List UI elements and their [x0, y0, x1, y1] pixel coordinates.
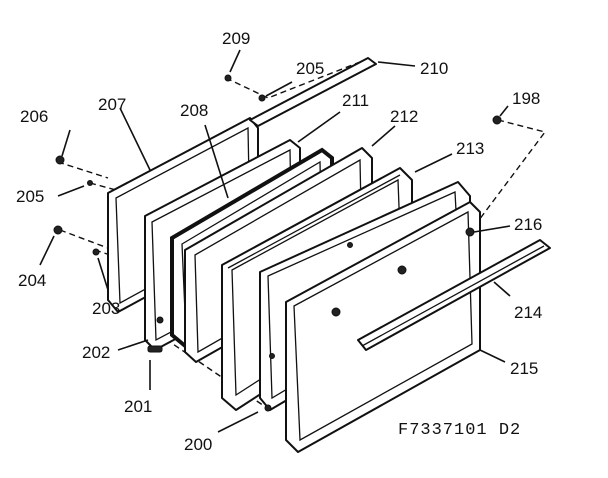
label-213: 213 — [456, 139, 484, 158]
label-209: 209 — [222, 29, 250, 48]
drawing-code: F7337101 D2 — [398, 421, 521, 440]
label-216: 216 — [514, 215, 542, 234]
label-200: 200 — [184, 435, 212, 454]
leader-lines — [39, 49, 511, 433]
label-206: 206 — [20, 107, 48, 126]
label-204: 204 — [18, 271, 46, 290]
door-handle-214 — [357, 239, 551, 351]
label-208: 208 — [180, 101, 208, 120]
callout-labels: 209 205 210 198 211 212 213 216 214 215 … — [16, 29, 542, 454]
label-203: 203 — [92, 299, 120, 318]
hardware — [53, 74, 502, 412]
label-205-left: 205 — [16, 187, 44, 206]
label-202: 202 — [82, 343, 110, 362]
label-205-top: 205 — [296, 59, 324, 78]
label-214: 214 — [514, 303, 542, 322]
label-211: 211 — [342, 91, 369, 110]
label-212: 212 — [390, 107, 418, 126]
label-215: 215 — [510, 359, 538, 378]
label-210: 210 — [420, 59, 448, 78]
label-201: 201 — [124, 397, 152, 416]
label-198: 198 — [512, 89, 540, 108]
label-207: 207 — [98, 95, 126, 114]
vent-trim-210 — [249, 57, 377, 127]
